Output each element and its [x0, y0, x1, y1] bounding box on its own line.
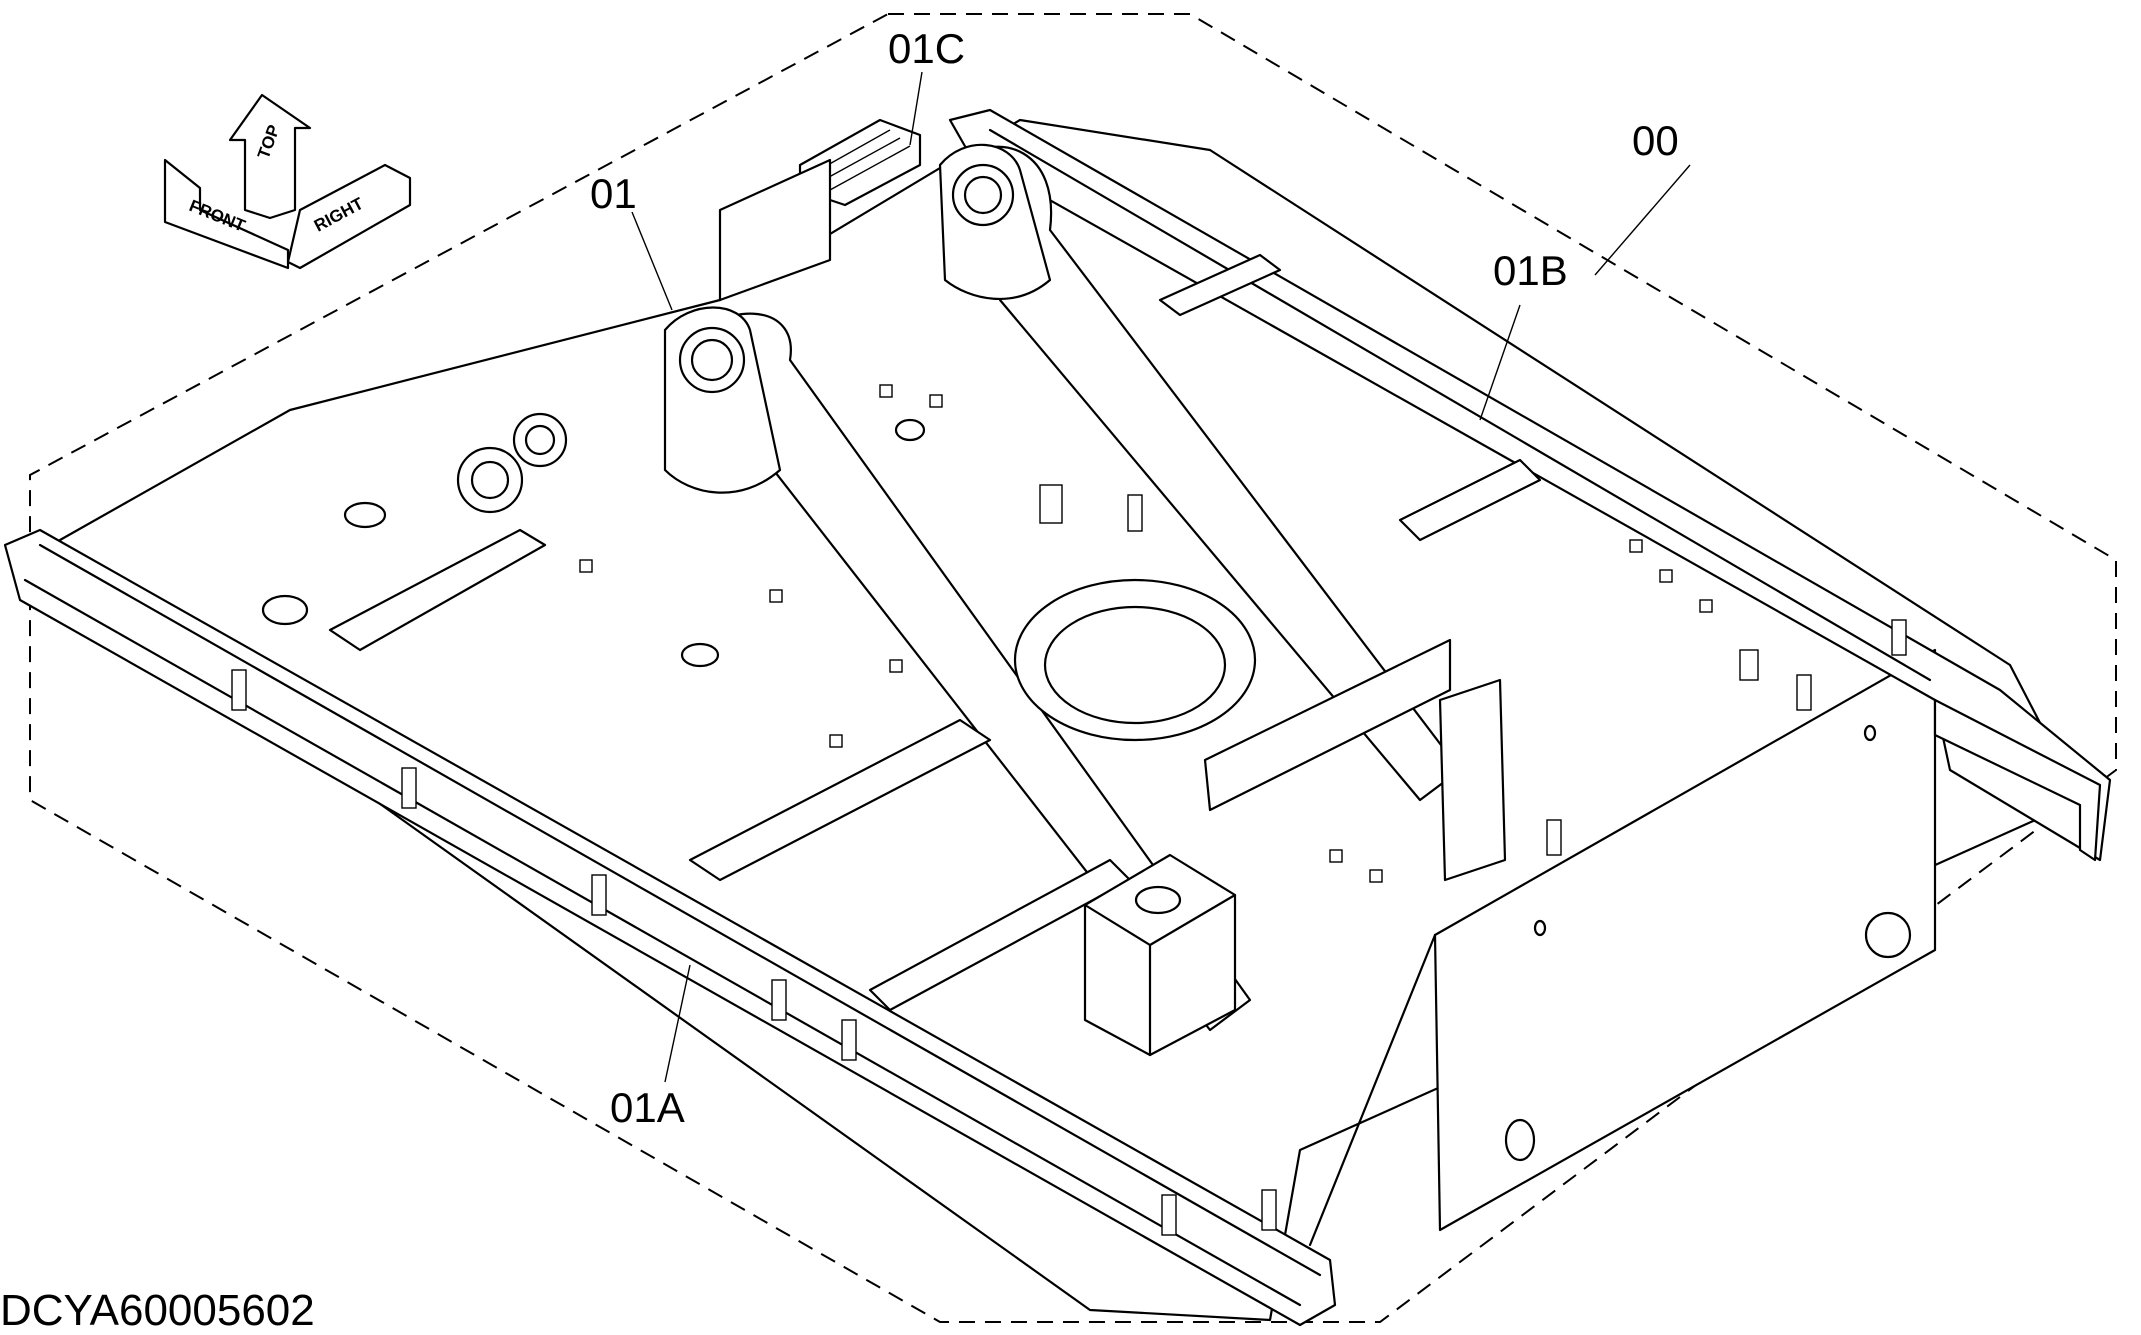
left-console-box — [1083, 853, 1237, 1057]
rear-plate — [1433, 648, 1937, 1232]
document-id: DCYA60005602 — [0, 1286, 315, 1335]
right-arrow-icon — [286, 163, 412, 270]
leader-01A — [664, 964, 691, 1083]
leader-01B — [1479, 304, 1521, 421]
right-side-rail — [948, 108, 2112, 862]
rear-right-bracket — [1933, 698, 2102, 862]
callout-01B: 01B — [1493, 247, 1568, 294]
callout-00: 00 — [1632, 117, 1679, 164]
front-arrow-icon — [163, 158, 290, 270]
cross-member-5 — [1398, 458, 1542, 542]
cross-member-1 — [328, 528, 547, 652]
leader-01 — [631, 211, 673, 311]
callout-01C: 01C — [888, 25, 965, 72]
upper-frame — [3, 108, 2112, 1327]
cross-member-2 — [688, 718, 992, 882]
callout-01: 01 — [590, 170, 637, 217]
left-side-rail — [3, 528, 1337, 1327]
tank-bracket — [1438, 678, 1507, 882]
leader-01C — [909, 71, 923, 146]
swing-bearing-ring — [1013, 578, 1257, 742]
callout-01A: 01A — [610, 1084, 685, 1131]
right-console-plate — [1203, 638, 1452, 812]
top-arrow-icon — [228, 93, 312, 220]
front-left-box — [718, 158, 832, 302]
leader-lines — [631, 71, 1691, 1083]
orientation-indicator: TOP FRONT RIGHT — [163, 93, 412, 270]
leader-00 — [1594, 164, 1691, 276]
cross-member-4 — [1158, 253, 1282, 317]
